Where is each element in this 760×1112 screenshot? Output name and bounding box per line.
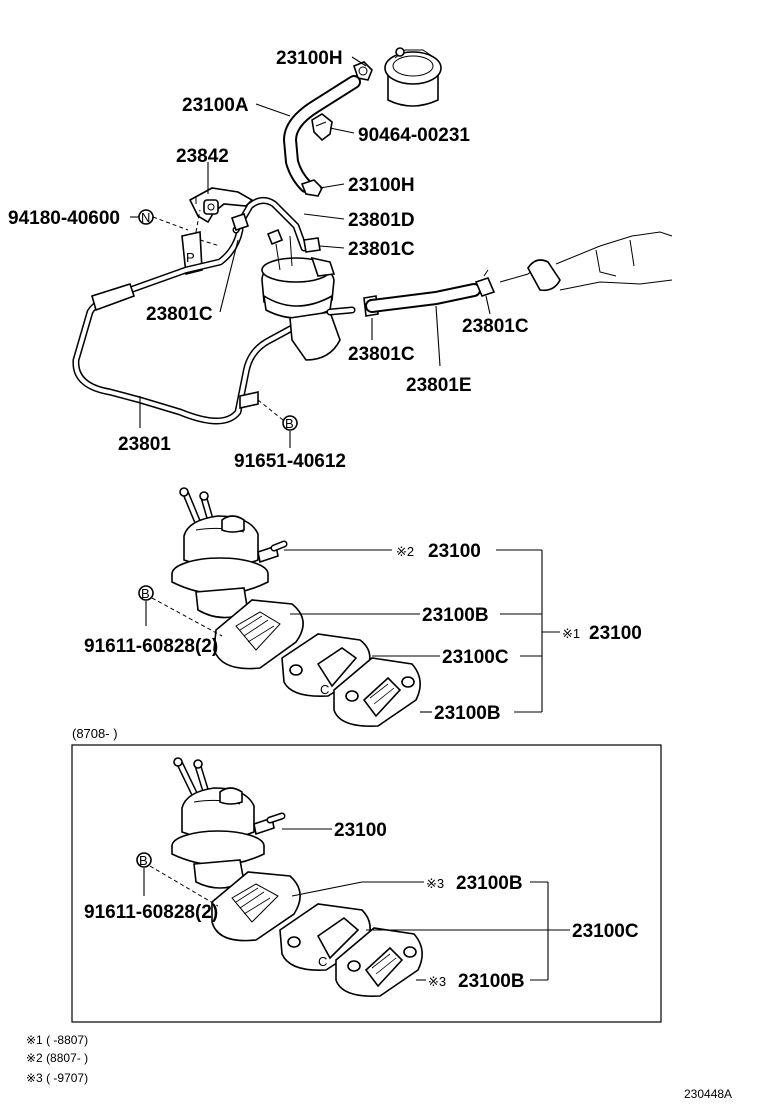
label-23801D: 23801D (348, 210, 415, 231)
label-23100H-mid: 23100H (348, 175, 415, 196)
carburetor-outline (499, 231, 673, 292)
label-23100A: 23100A (182, 95, 249, 116)
svg-text:C: C (320, 682, 329, 697)
fuel-filter-canister (384, 47, 442, 107)
label-23801: 23801 (118, 434, 171, 455)
p-mark: P (186, 250, 195, 265)
label-23100B-upper-b: 23100B (434, 703, 501, 724)
clip-23801C-bracket (230, 212, 250, 232)
diagram-id: 230448A (684, 1087, 732, 1101)
mount-stud-plate: P (181, 231, 203, 275)
marker-b-lower: B (136, 852, 152, 868)
label-90464-00231: 90464-00231 (358, 125, 470, 146)
upper-leaders (130, 56, 491, 448)
label-23100B-lower-a: 23100B (456, 873, 523, 894)
range-label: (8708- ) (72, 726, 118, 741)
clip-23801C-pump-top (303, 237, 321, 253)
fuel-pump-installed (261, 228, 356, 361)
gasket-23100B-lower-a (211, 871, 301, 942)
gasket-23100B-upper-b (333, 657, 421, 727)
lower-leaders (143, 828, 570, 981)
label-23100C-lower: 23100C (572, 921, 639, 942)
footnote-1: ※1 ( -8807) (26, 1033, 88, 1047)
bracket-23842 (188, 187, 254, 224)
gasket-23100B-lower-b (335, 927, 423, 997)
svg-text:N: N (141, 210, 150, 225)
hose-clip-90464 (311, 113, 333, 142)
fuel-pump-exploded-lower (171, 757, 286, 889)
marker-b-upper: B (282, 415, 298, 431)
label-23801C-c: 23801C (462, 316, 529, 337)
mark-2-upper: ※2 (396, 544, 414, 559)
label-23801C-b: 23801C (146, 304, 213, 325)
marker-n: N (138, 209, 154, 225)
svg-text:B: B (139, 853, 148, 868)
mark-3-a: ※3 (426, 876, 444, 891)
label-91611-60828-lower: 91611-60828(2) (84, 902, 218, 923)
svg-text:C: C (318, 954, 327, 969)
label-23100-kit: 23100 (589, 623, 642, 644)
fuel-hose-23801E (365, 283, 481, 313)
range-box (71, 744, 662, 1023)
hose-clamp-mid (300, 179, 323, 197)
middle-leaders (145, 549, 560, 713)
footnote-3: ※3 ( -9707) (26, 1071, 88, 1085)
svg-text:B: B (285, 416, 294, 431)
label-23842: 23842 (176, 146, 229, 167)
gasket-23100B-upper-a (213, 599, 304, 670)
label-23100B-upper-a: 23100B (422, 605, 489, 626)
fuel-hose-23100A (283, 75, 361, 193)
footnote-2: ※2 (8807- ) (26, 1051, 88, 1065)
label-23801E: 23801E (406, 375, 472, 396)
mark-1: ※1 (562, 626, 580, 641)
clip-23801C-carb (474, 269, 496, 297)
label-23100-lower: 23100 (334, 820, 387, 841)
label-91611-60828-upper: 91611-60828(2) (84, 636, 218, 657)
fuel-line-23801 (72, 226, 322, 425)
marker-b-mid: B (138, 585, 154, 601)
label-23100C-upper: 23100C (442, 647, 509, 668)
label-94180-40600: 94180-40600 (8, 208, 120, 229)
label-91651-40612: 91651-40612 (234, 451, 346, 472)
mark-3-b: ※3 (428, 974, 446, 989)
label-23801C-a: 23801C (348, 239, 415, 260)
svg-text:B: B (141, 586, 150, 601)
fuel-pump-exploded-upper (171, 487, 288, 619)
label-23100B-lower-b: 23100B (458, 971, 525, 992)
fuel-line-23801D (232, 197, 308, 252)
label-23100-upper: 23100 (428, 541, 481, 562)
label-23801C-d: 23801C (348, 344, 415, 365)
label-23100H-top: 23100H (276, 48, 343, 69)
